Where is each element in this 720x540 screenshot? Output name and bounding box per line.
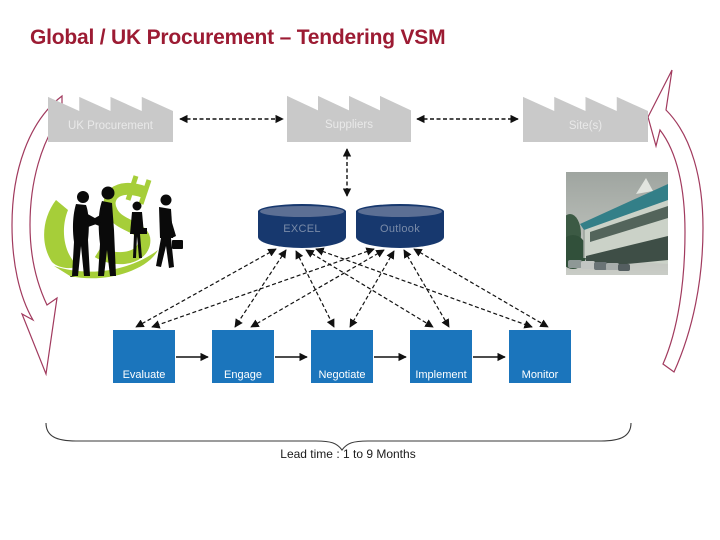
process-step-label: Evaluate — [122, 369, 166, 381]
process-step-label: Monitor — [521, 369, 559, 381]
entity-label: Suppliers — [325, 119, 373, 131]
system-label: EXCEL — [283, 223, 321, 235]
entity-label: Site(s) — [568, 119, 603, 132]
lead-time-brace — [45, 422, 632, 451]
slide-title: Global / UK Procurement – Tendering VSM — [30, 26, 446, 49]
process-step-label: Negotiate — [318, 369, 366, 381]
process-step-label: Engage — [224, 369, 262, 381]
system-excel-cylinder: EXCEL — [258, 204, 346, 248]
process-step-implement: Implement — [410, 330, 472, 383]
cylinder-top — [356, 204, 444, 219]
system-process-arrows — [135, 247, 549, 329]
process-step-label: Implement — [415, 369, 467, 381]
entity-sites: Site(s) — [523, 96, 648, 142]
entity-suppliers: Suppliers — [287, 95, 411, 142]
process-step-monitor: Monitor — [509, 330, 571, 383]
system-label: Outlook — [379, 223, 420, 235]
process-step-evaluate: Evaluate — [113, 330, 175, 383]
entity-label: UK Procurement — [67, 119, 153, 132]
system-outlook-cylinder: Outlook — [356, 204, 444, 248]
business-handshake-dollar-clipart — [44, 175, 183, 279]
cylinder-top — [258, 204, 346, 219]
lead-time-label: Lead time : 1 to 9 Months — [280, 447, 416, 461]
process-step-engage: Engage — [212, 330, 274, 383]
entity-uk-procurement: UK Procurement — [48, 96, 173, 142]
office-building-photo — [566, 172, 668, 275]
process-step-negotiate: Negotiate — [311, 330, 373, 383]
